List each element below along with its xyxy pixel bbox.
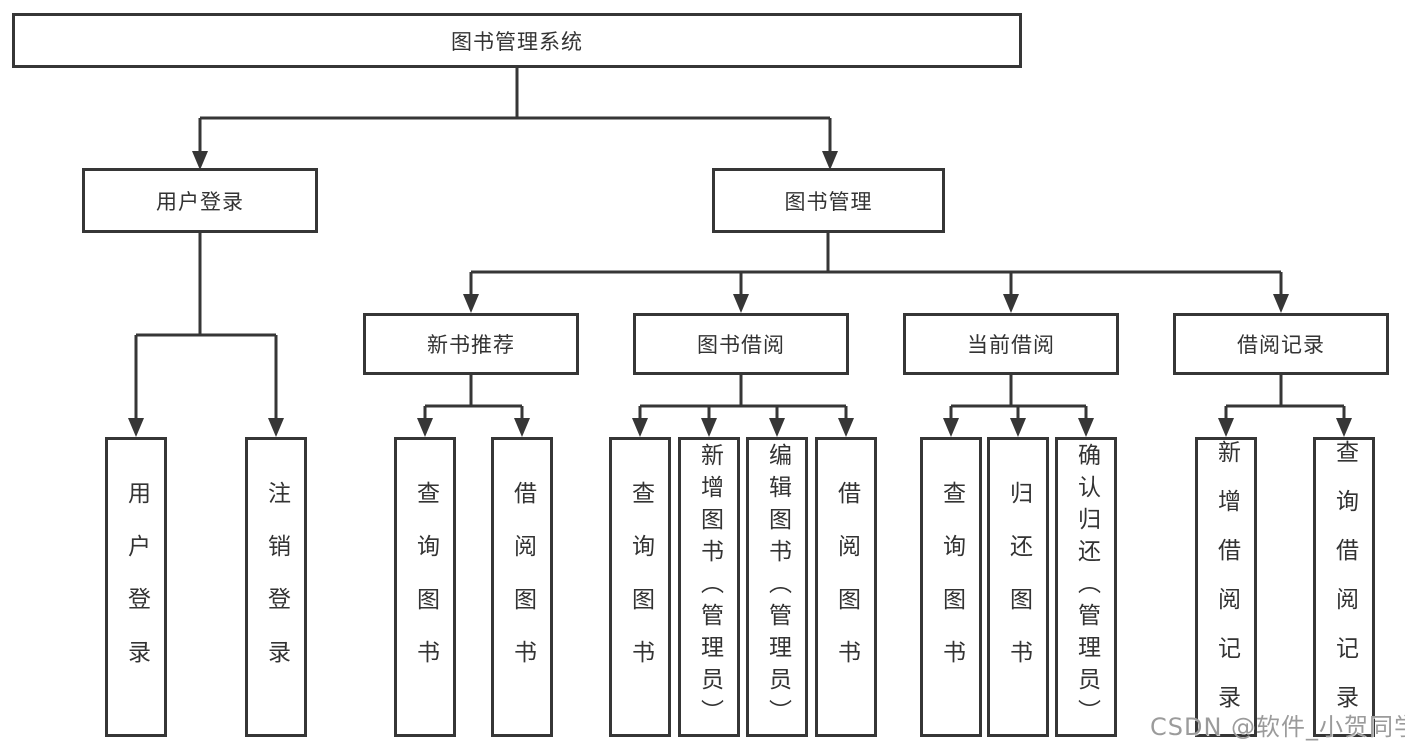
node-label: 查询借阅记录 (1331, 440, 1358, 734)
node-book-borrow: 图书借阅 (633, 313, 849, 375)
node-leaf-query-books-borrow: 查询图书 (609, 437, 671, 737)
node-leaf-return-book: 归还图书 (987, 437, 1049, 737)
node-book-management: 图书管理 (712, 168, 945, 233)
node-label: 借阅图书 (833, 481, 860, 693)
node-label: 图书管理 (784, 189, 873, 214)
node-leaf-query-books-current: 查询图书 (920, 437, 982, 737)
node-user-login: 用户登录 (82, 168, 318, 233)
node-label: 借阅记录 (1237, 333, 1325, 357)
node-leaf-edit-book-admin: 编辑图书（管理员） (746, 437, 808, 737)
node-label: 查询图书 (938, 481, 965, 693)
node-leaf-borrow-books-recommend: 借阅图书 (491, 437, 553, 737)
node-label: 用户登录 (123, 481, 150, 693)
node-leaf-add-borrow-record: 新增借阅记录 (1195, 437, 1257, 737)
node-label: 确认归还（管理员） (1073, 443, 1100, 731)
node-current-borrow: 当前借阅 (903, 313, 1119, 375)
watermark: CSDN @软件_小贺同学 (1150, 713, 1405, 741)
node-label: 新书推荐 (427, 333, 515, 357)
node-leaf-confirm-return-admin: 确认归还（管理员） (1055, 437, 1117, 737)
node-label: 查询图书 (627, 481, 654, 693)
node-label: 注销登录 (263, 481, 290, 693)
node-label: 新增借阅记录 (1213, 440, 1240, 734)
node-library-management-system: 图书管理系统 (12, 13, 1022, 68)
node-label: 用户登录 (156, 189, 244, 214)
node-leaf-user-login: 用户登录 (105, 437, 167, 737)
node-label: 图书管理系统 (451, 29, 583, 54)
node-label: 查询图书 (412, 481, 439, 693)
node-label: 图书借阅 (697, 333, 785, 357)
node-label: 编辑图书（管理员） (764, 443, 791, 731)
node-borrow-records: 借阅记录 (1173, 313, 1389, 375)
node-new-book-recommend: 新书推荐 (363, 313, 579, 375)
node-leaf-query-books-recommend: 查询图书 (394, 437, 456, 737)
node-label: 归还图书 (1005, 481, 1032, 693)
node-label: 当前借阅 (967, 333, 1055, 357)
node-label: 新增图书（管理员） (696, 443, 723, 731)
node-leaf-logout: 注销登录 (245, 437, 307, 737)
node-label: 借阅图书 (509, 481, 536, 693)
node-leaf-add-book-admin: 新增图书（管理员） (678, 437, 740, 737)
node-leaf-query-borrow-record: 查询借阅记录 (1313, 437, 1375, 737)
node-leaf-borrow-books: 借阅图书 (815, 437, 877, 737)
